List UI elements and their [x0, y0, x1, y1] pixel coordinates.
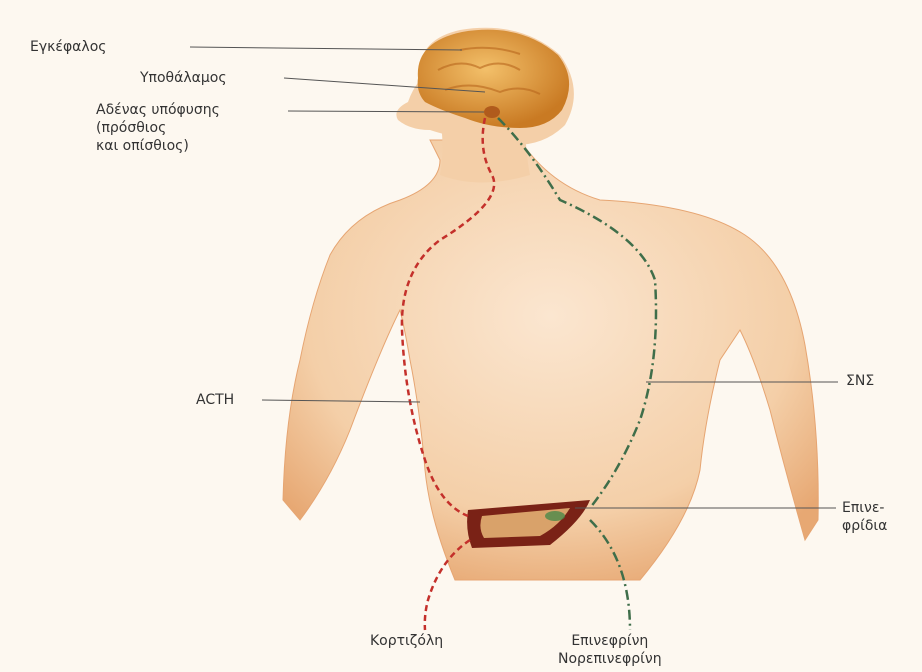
label-sns: ΣΝΣ [846, 372, 874, 390]
label-pituitary: Αδένας υπόφυσης (πρόσθιος και οπίσθιος) [96, 101, 220, 155]
adrenal-nerve-ending [545, 511, 565, 521]
label-adrenal: Επινε- φρίδια [842, 499, 887, 535]
label-catecholamines: Επινεφρίνη Νορεπινεφρίνη [558, 632, 662, 668]
leader-brain [190, 47, 462, 50]
label-cortisol: Κορτιζόλη [370, 632, 443, 650]
label-hypothalamus: Υποθάλαμος [140, 69, 227, 87]
label-brain: Εγκέφαλος [30, 38, 106, 56]
pituitary-gland [484, 106, 500, 118]
label-acth: ACTH [196, 391, 234, 409]
